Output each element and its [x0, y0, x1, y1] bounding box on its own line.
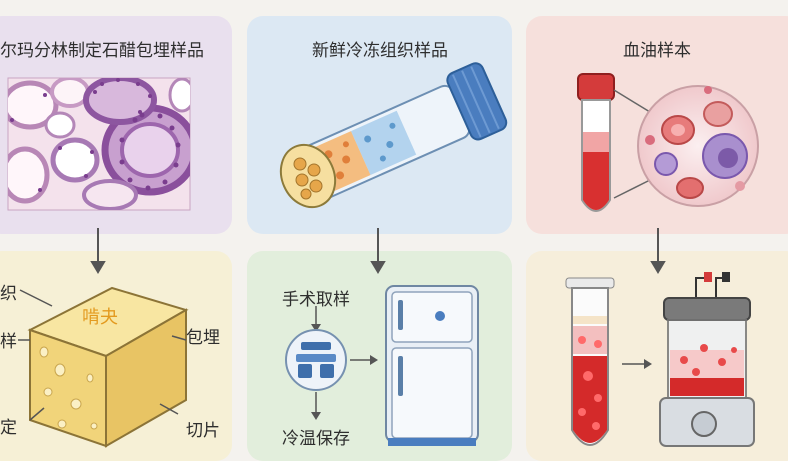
- paraffin-block-image: [18, 286, 189, 448]
- surgical-sampling-label: 手术取样: [282, 290, 350, 310]
- frozen-title: 新鲜冷冻组织样品: [312, 41, 448, 61]
- centrifuge-image: [659, 272, 755, 447]
- blood-tube-image: [577, 73, 651, 212]
- blood-title: 血油样本: [623, 41, 691, 61]
- paraffin-section-label: 切片: [186, 421, 220, 441]
- paraffin-left-label-1: 织: [0, 284, 17, 304]
- paraffin-left-label-2: 样: [0, 332, 17, 352]
- blood-cells-image: [637, 85, 759, 207]
- paraffin-embed-label: 包埋: [186, 328, 220, 348]
- illustration-layer: [7, 62, 759, 448]
- paraffin-block-label: 啃夬: [82, 307, 118, 328]
- cold-storage-label: 冷温保存: [282, 429, 350, 449]
- freezer-image: [385, 285, 479, 446]
- paraffin-left-label-3: 定: [0, 418, 17, 438]
- histology-image: [7, 77, 191, 211]
- cryotube-image: [279, 62, 508, 209]
- formalin-title: 尔玛分林制定石醋包埋样品: [0, 41, 204, 61]
- flow-arrows: [90, 228, 666, 274]
- freezer-workflow: [285, 306, 378, 420]
- processed-blood-tube: [565, 277, 652, 446]
